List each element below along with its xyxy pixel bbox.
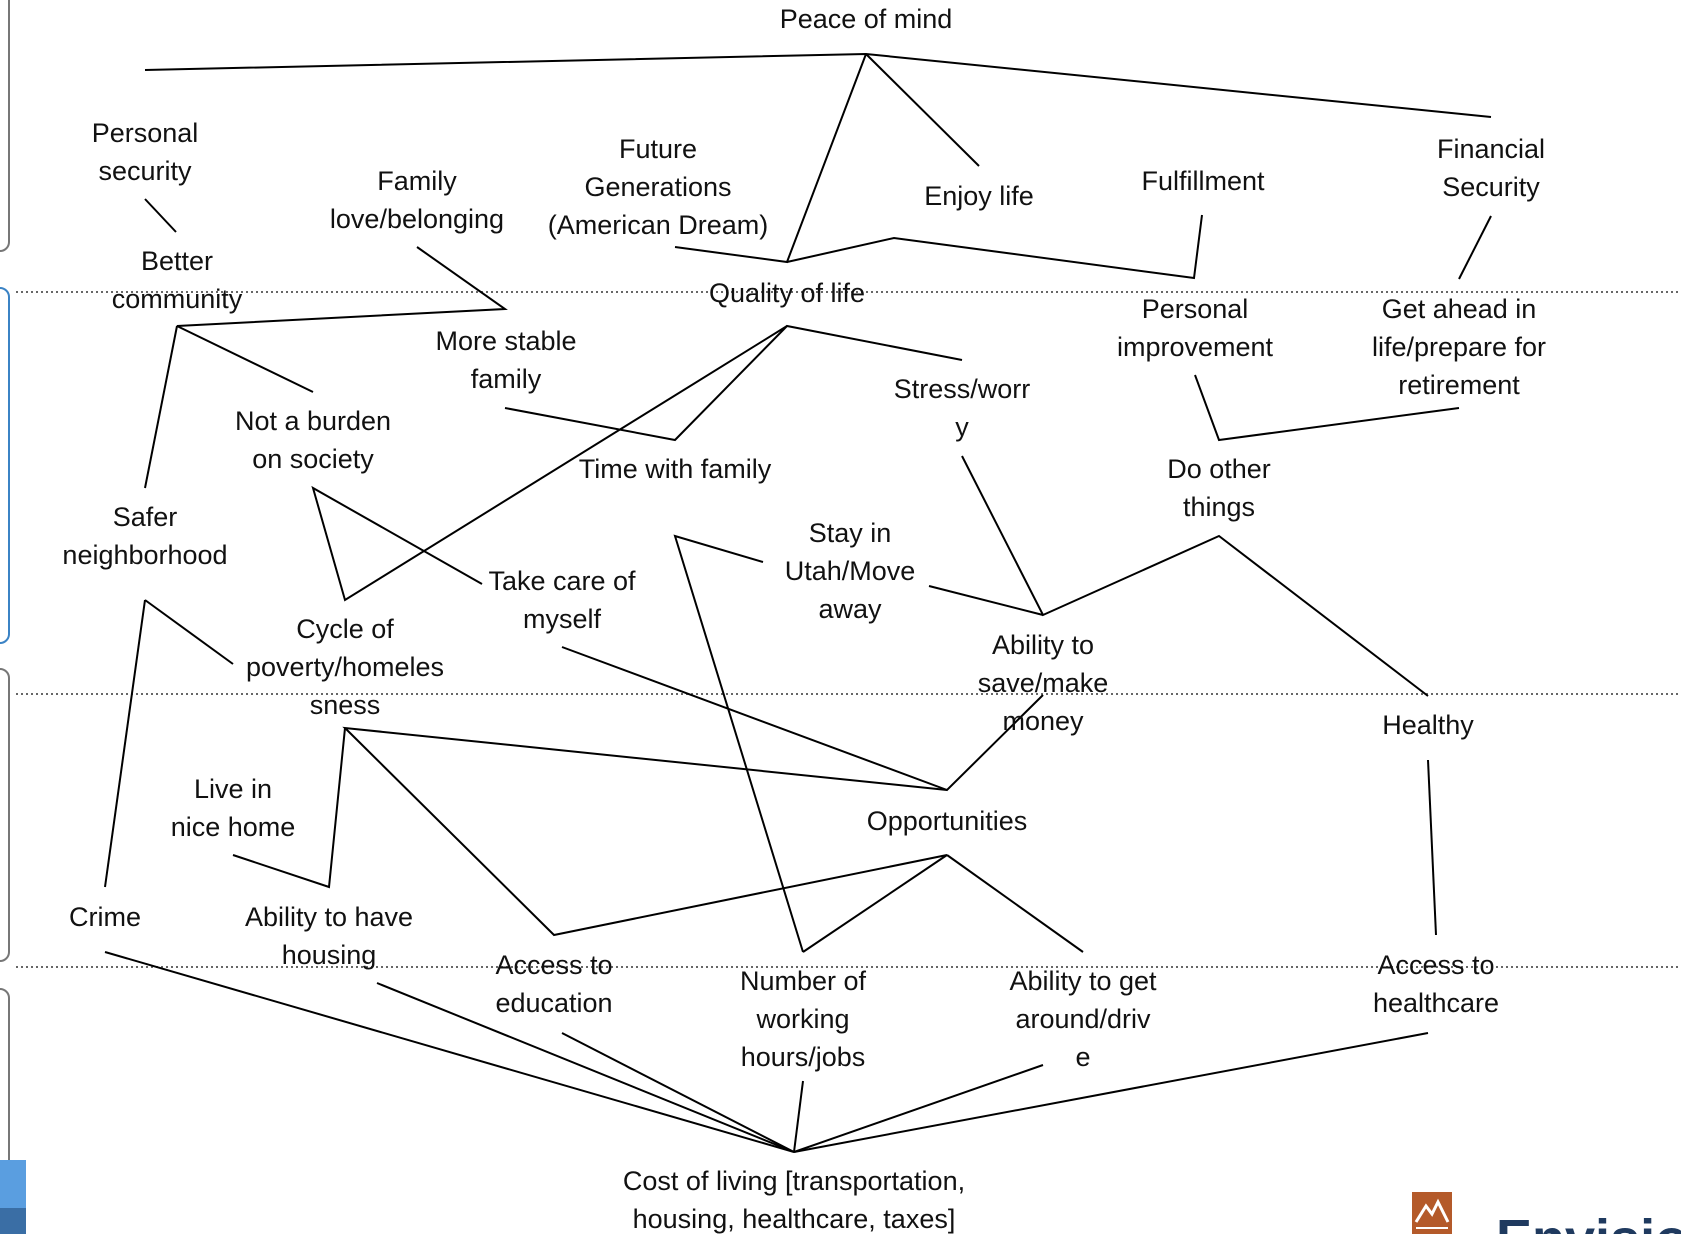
connector-line [793,1032,1429,1153]
connector-line [793,1080,804,1153]
connector-line [928,585,1044,616]
connector-line [376,982,795,1153]
connector-line [946,854,1084,953]
envision-logo: Envision [1412,1192,1681,1234]
node-enjoy-life: Enjoy life [924,181,1034,211]
connector-line [144,52,1492,118]
mountain-logo-icon [1412,1192,1452,1234]
connector-line [232,727,346,889]
connector-line [144,198,177,233]
node-cost-of-living: Cost of living [transportation,housing, … [622,1166,966,1234]
connector-line [176,246,508,393]
connector-line [311,325,788,602]
connector-line [1427,759,1437,936]
connector-line [561,1032,795,1153]
connector-line [786,214,1203,280]
connector-line [144,599,234,665]
node-peace-of-mind: Peace of mind [779,4,953,34]
connector-line [865,53,980,167]
connector-line [961,455,1429,697]
node-opportunities: Opportunities [866,806,1028,836]
connector-line [1458,215,1492,280]
connector-line [144,325,178,489]
connector-line [561,646,1044,792]
node-healthy: Healthy [1382,710,1474,740]
connector-line [802,854,948,953]
connector-line [673,534,804,953]
slide-frame-bottom [0,988,10,1234]
logo-wordmark: Envision [1496,1212,1681,1234]
node-time-with-family: Time with family [578,454,772,484]
connector-line [793,1064,1044,1153]
side-tab-dark [0,1208,26,1234]
connector-line [504,324,963,442]
node-quality-of-life: Quality of life [708,278,866,308]
connector-line [1194,374,1460,442]
connector-line [342,726,948,937]
node-crime: Crime [69,902,141,932]
connector-line [104,951,795,1153]
side-tab-accent [0,1160,26,1208]
connector-line [104,599,146,888]
node-fulfillment: Fulfillment [1141,166,1265,196]
